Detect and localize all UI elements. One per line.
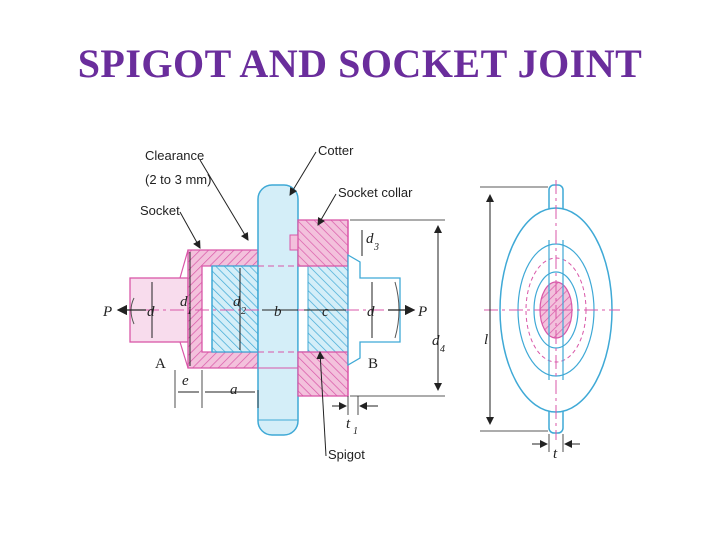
point-a-label: A: [155, 356, 166, 372]
clearance-label: Clearance: [145, 148, 204, 163]
socket-collar-label: Socket collar: [338, 185, 413, 200]
dim-t: t: [553, 446, 558, 462]
dim-d3: d: [366, 231, 374, 247]
socket-label: Socket: [140, 203, 180, 218]
dim-d1: d: [180, 294, 188, 310]
load-right-label: P: [417, 304, 427, 320]
dim-c: c: [322, 304, 329, 320]
dim-d3-sub: 3: [373, 242, 379, 253]
dim-a: a: [230, 382, 238, 398]
cotter-label: Cotter: [318, 143, 354, 158]
clearance-value-label: (2 to 3 mm): [145, 172, 211, 187]
dim-d-right: d: [367, 304, 375, 320]
end-view: [484, 180, 620, 440]
slide-title: SPIGOT AND SOCKET JOINT: [77, 41, 643, 86]
dim-d2: d: [233, 294, 241, 310]
spigot-label: Spigot: [328, 447, 365, 462]
spigot-collar: [297, 265, 351, 353]
dim-d4-sub: 4: [440, 344, 445, 355]
dim-d: d: [147, 304, 155, 320]
dim-t1: t: [346, 416, 351, 432]
dim-d2-sub: 2: [241, 306, 246, 317]
point-b-label: B: [368, 356, 378, 372]
dim-d1-sub: 1: [187, 306, 192, 317]
dim-e: e: [182, 373, 189, 389]
dim-d4: d: [432, 333, 440, 349]
load-left-label: P: [102, 304, 112, 320]
spigot-end: [211, 265, 259, 353]
dim-l: l: [484, 332, 488, 348]
dim-t1-sub: 1: [353, 426, 358, 437]
dim-b: b: [274, 304, 282, 320]
